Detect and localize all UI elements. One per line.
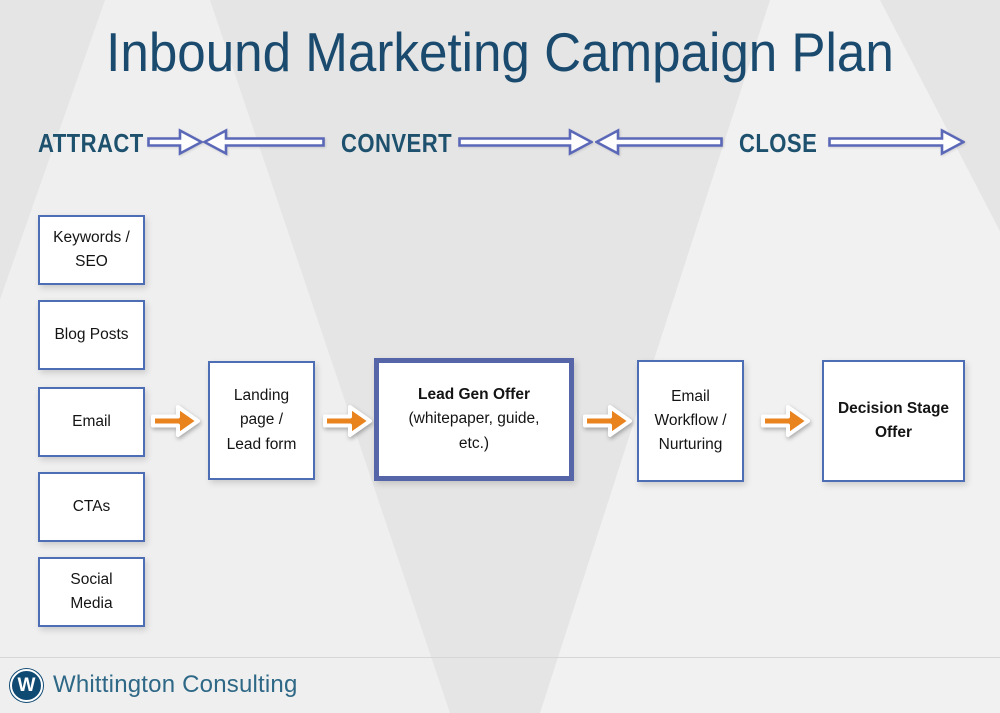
stage-arrow-left-icon (595, 128, 723, 156)
stage-arrow-right-icon (458, 128, 593, 156)
stage-arrow-right-icon (828, 128, 965, 156)
channel-box-social-media: Social Media (38, 557, 145, 627)
channel-box-email: Email (38, 387, 145, 457)
stage-arrow-right-icon (147, 128, 203, 156)
flow-box-subtitle: (whitepaper, guide, etc.) (408, 410, 540, 452)
channel-label: Keywords / SEO (53, 228, 130, 270)
channel-box-keywords-seo: Keywords / SEO (38, 215, 145, 285)
channel-box-ctas: CTAs (38, 472, 145, 542)
brand-logo-icon: W (10, 669, 43, 702)
channel-box-blog-posts: Blog Posts (38, 300, 145, 370)
page-title: Inbound Marketing Campaign Plan (106, 21, 894, 83)
flow-arrow-icon (583, 405, 632, 437)
stage-label-attract: ATTRACT (38, 128, 144, 158)
stage-arrow-left-icon (203, 128, 325, 156)
flow-box-lead-gen-offer: Lead Gen Offer (whitepaper, guide, etc.) (374, 358, 574, 481)
channel-label: Social Media (70, 570, 113, 612)
flow-box-email-workflow: Email Workflow / Nurturing (637, 360, 744, 482)
flow-box-label: Email Workflow / Nurturing (654, 387, 727, 453)
stage-label-convert: CONVERT (341, 128, 453, 158)
flow-box-decision-stage-offer: Decision Stage Offer (822, 360, 965, 482)
brand-name: Whittington Consulting (53, 671, 298, 698)
flow-box-title: Lead Gen Offer (418, 386, 530, 404)
flow-arrow-icon (323, 405, 372, 437)
flow-box-label: Landing page / Lead form (226, 387, 297, 453)
channel-label: Email (72, 412, 111, 430)
channel-label: CTAs (72, 497, 111, 515)
channel-label: Blog Posts (54, 325, 129, 343)
footer-divider (0, 657, 1000, 658)
flow-arrow-icon (761, 405, 810, 437)
flow-box-label: Decision Stage Offer (837, 399, 950, 441)
flow-arrow-icon (151, 405, 200, 437)
flow-box-landing-page: Landing page / Lead form (208, 361, 315, 480)
stage-label-close: CLOSE (739, 128, 818, 158)
